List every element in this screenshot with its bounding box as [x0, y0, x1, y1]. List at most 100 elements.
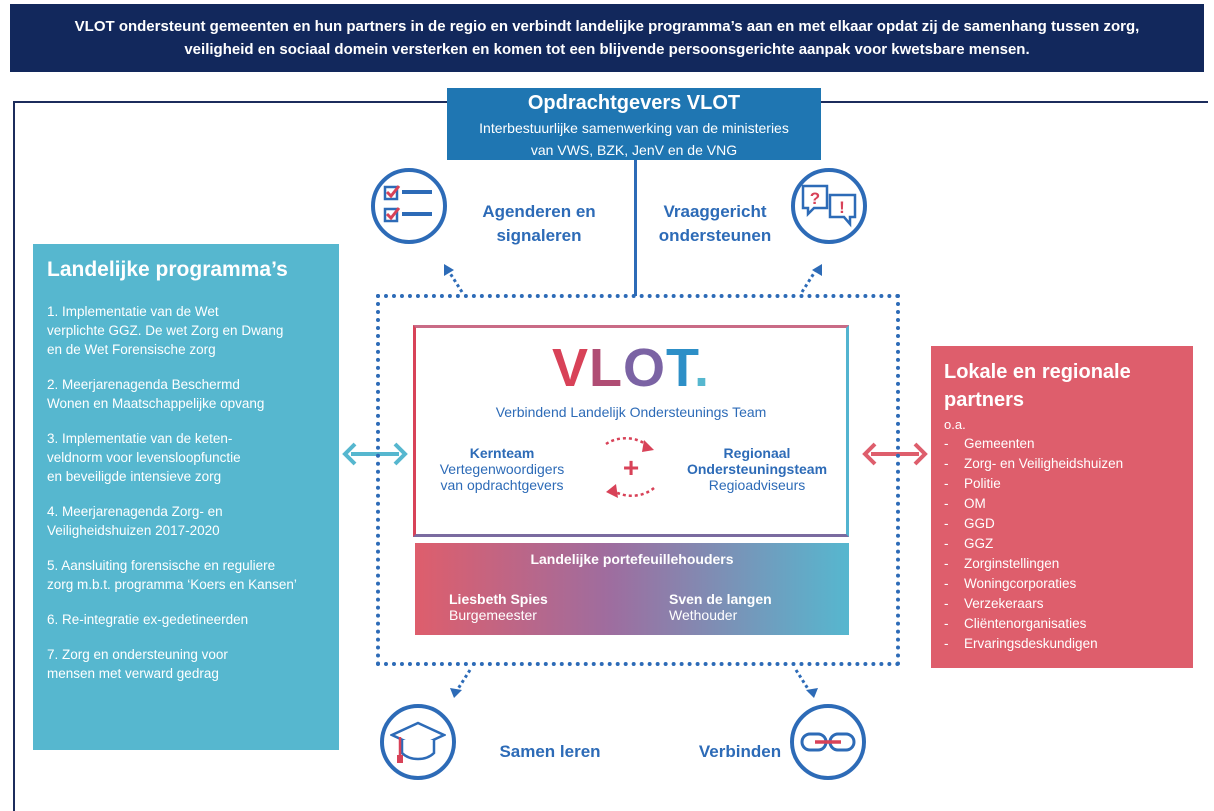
header-line-2: veiligheid en sociaal domein versterken … — [184, 41, 1030, 58]
lokaal-title-1: Lokale en regionale — [944, 361, 1131, 383]
samen-leren-label: Samen leren — [499, 742, 601, 761]
partner-label: Zorginstellingen — [964, 556, 1060, 571]
item-4-line-1: 4. Meerjarenagenda Zorg- en — [47, 504, 223, 519]
partner-label: Ervaringsdeskundigen — [964, 636, 1098, 651]
regionaal-title-2: Ondersteuningsteam — [686, 461, 828, 477]
arrow-top-left — [444, 264, 464, 293]
item-6-line-1: 6. Re-integratie ex-gedetineerden — [47, 612, 249, 627]
checklist-icon — [371, 168, 447, 244]
list-item: -Verzekeraars — [944, 594, 1183, 614]
list-item: 5. Aansluiting forensische en reguliere … — [47, 556, 329, 594]
lokaal-title-2: partners — [944, 389, 1025, 411]
logo-letter-t: T — [666, 338, 695, 398]
lokaal-oa: o.a. — [944, 417, 966, 432]
vlot-tagline: Verbindend Landelijk Ondersteunings Team — [495, 404, 767, 420]
dash: - — [944, 536, 949, 551]
opdrachtgevers-title: Opdrachtgevers VLOT — [527, 92, 741, 114]
dash: - — [944, 556, 949, 571]
logo-letter-v: V — [551, 338, 589, 398]
kernteam-title: Kernteam — [469, 445, 535, 461]
person-1: Liesbeth Spies Burgemeester — [449, 591, 548, 623]
person-2-role: Wethouder — [669, 607, 738, 623]
item-1-line-2: verplichte GGZ. De wet Zorg en Dwang — [47, 323, 284, 338]
item-1-line-1: 1. Implementatie van de Wet — [47, 304, 219, 319]
header-line-1: VLOT ondersteunt gemeenten en hun partne… — [74, 18, 1140, 35]
agenderen-line-1: Agenderen en — [482, 202, 596, 221]
person-1-role: Burgemeester — [449, 607, 537, 623]
double-arrow-right — [862, 442, 928, 466]
vlot-logo: VLOT. — [416, 338, 846, 398]
person-1-name: Liesbeth Spies — [449, 591, 548, 607]
dash: - — [944, 516, 949, 531]
lokale-partners-panel: Lokale en regionale partners o.a. -Gemee… — [931, 346, 1193, 668]
partner-label: Gemeenten — [964, 436, 1035, 451]
portefeuillehouders-box: Landelijke portefeuillehouders Liesbeth … — [415, 543, 849, 635]
person-2: Sven de langen Wethouder — [669, 591, 772, 623]
item-7-line-2: mensen met verward gedrag — [47, 666, 219, 681]
partner-label: Politie — [964, 476, 1001, 491]
item-2-line-1: 2. Meerjarenagenda Beschermd — [47, 377, 240, 392]
landelijke-title: Landelijke programma’s — [47, 258, 288, 281]
kernteam-line-1: Vertegenwoordigers — [439, 461, 565, 477]
kernteam-line-2: van opdrachtgevers — [440, 477, 564, 493]
item-1-line-3: en de Wet Forensische zorg — [47, 342, 216, 357]
regionaal-sub: Regioadviseurs — [708, 477, 806, 493]
list-item: -Woningcorporaties — [944, 574, 1183, 594]
list-item: -GGZ — [944, 534, 1183, 554]
dash: - — [944, 456, 949, 471]
dash: - — [944, 616, 949, 631]
cycle-arrows-icon — [605, 437, 655, 498]
list-item: 6. Re-integratie ex-gedetineerden — [47, 610, 329, 629]
regionaal-block: Regionaal Ondersteuningsteam Regioadvise… — [672, 445, 842, 493]
kernteam-block: Kernteam Vertegenwoordigers van opdracht… — [422, 445, 582, 493]
connector-line — [634, 160, 637, 296]
item-2-line-2: Wonen en Maatschappelijke opvang — [47, 396, 265, 411]
arrow-bottom-left — [450, 669, 472, 698]
item-3-line-3: en beveiligde intensieve zorg — [47, 469, 222, 484]
agenderen-line-2: signaleren — [496, 226, 582, 245]
graduation-cap-icon — [380, 704, 456, 780]
opdrachtgevers-box: Opdrachtgevers VLOT Interbestuurlijke sa… — [447, 88, 821, 160]
opdrachtgevers-line-1: Interbestuurlijke samenwerking van de mi… — [479, 120, 789, 136]
partner-label: Cliëntenorganisaties — [964, 616, 1087, 631]
portfolio-title: Landelijke portefeuillehouders — [530, 551, 734, 567]
item-3-line-2: veldnorm voor levensloopfunctie — [47, 450, 241, 465]
question-exclamation-icon: ? ! — [791, 168, 867, 244]
logo-letter-o: O — [623, 338, 667, 398]
partner-label: Verzekeraars — [964, 596, 1044, 611]
partner-label: OM — [964, 496, 986, 511]
vraaggericht-label: Vraaggericht ondersteunen — [640, 200, 790, 248]
partners-list: -Gemeenten -Zorg- en Veiligheidshuizen -… — [944, 434, 1183, 654]
vlot-dotted-frame — [376, 294, 900, 666]
person-2-name: Sven de langen — [669, 591, 772, 607]
vraaggericht-line-1: Vraaggericht — [663, 202, 767, 221]
dash: - — [944, 636, 949, 651]
list-item: 3. Implementatie van de keten- veldnorm … — [47, 429, 329, 486]
partner-label: GGZ — [964, 536, 994, 551]
item-4-line-2: Veiligheidshuizen 2017-2020 — [47, 523, 220, 538]
verbinden-label: Verbinden — [698, 742, 782, 761]
list-item: -Cliëntenorganisaties — [944, 614, 1183, 634]
list-item: -OM — [944, 494, 1183, 514]
dash: - — [944, 476, 949, 491]
list-item: -Ervaringsdeskundigen — [944, 634, 1183, 654]
item-5-line-1: 5. Aansluiting forensische en reguliere — [47, 558, 276, 573]
chain-link-icon — [790, 704, 866, 780]
list-item: -Zorg- en Veiligheidshuizen — [944, 454, 1183, 474]
list-item: -Politie — [944, 474, 1183, 494]
svg-text:!: ! — [839, 198, 845, 217]
list-item: -Zorginstellingen — [944, 554, 1183, 574]
plus-sign: + — [622, 452, 640, 483]
item-3-line-1: 3. Implementatie van de keten- — [47, 431, 233, 446]
dash: - — [944, 596, 949, 611]
agenderen-label: Agenderen en signaleren — [464, 200, 614, 248]
partner-label: Woningcorporaties — [964, 576, 1077, 591]
list-item: 2. Meerjarenagenda Beschermd Wonen en Ma… — [47, 375, 329, 413]
landelijke-programmas-panel: Landelijke programma’s 1. Implementatie … — [33, 244, 339, 750]
header-banner: VLOT ondersteunt gemeenten en hun partne… — [10, 4, 1204, 72]
arrow-top-right — [800, 264, 822, 293]
regionaal-title-1: Regionaal — [723, 445, 791, 461]
partner-label: Zorg- en Veiligheidshuizen — [964, 456, 1124, 471]
list-item: 7. Zorg en ondersteuning voor mensen met… — [47, 645, 329, 683]
opdrachtgevers-line-2: van VWS, BZK, JenV en de VNG — [530, 142, 738, 158]
